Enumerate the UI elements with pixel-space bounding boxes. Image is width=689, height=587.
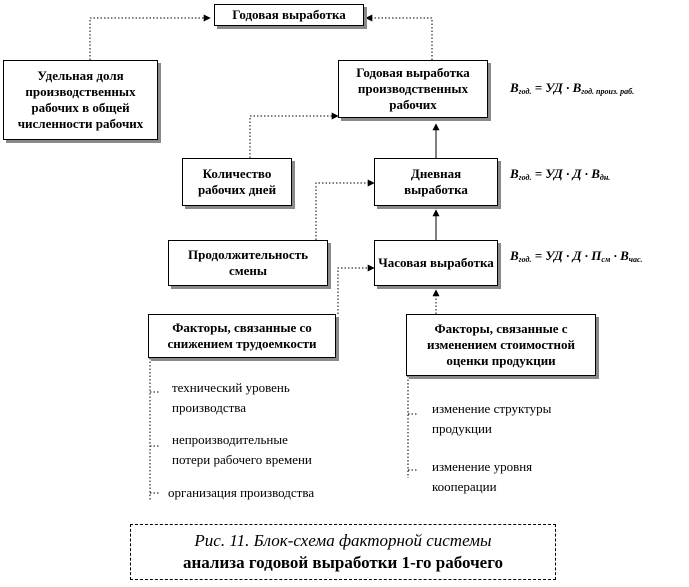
box-share-of-workers: Удельная доля производственных рабочих в… — [3, 60, 158, 140]
box-working-days: Количество рабочих дней — [182, 158, 292, 206]
box-daily-output: Дневная выработка — [374, 158, 498, 206]
bracket-labor-items — [149, 358, 160, 500]
labor-item-losses-cont: потери рабочего времени — [172, 452, 312, 467]
link-share-to-annual — [89, 14, 211, 60]
box-hourly-output: Часовая выработка — [374, 240, 498, 286]
link-days-to-production — [249, 112, 339, 158]
bracket-cost-items — [407, 376, 418, 478]
figure-caption: Рис. 11. Блок-схема факторной системы ан… — [130, 524, 556, 580]
cost-item-structure: изменение структуры — [432, 401, 552, 416]
formula-annual-by-production: Вгод. = УД · Вгод. произ. раб. — [510, 80, 635, 96]
box-annual-output: Годовая выработка — [214, 4, 364, 26]
formula-annual-by-hourly: Вгод. = УД · Д · Псм · Вчас. — [510, 248, 643, 264]
formula-annual-by-daily: Вгод. = УД · Д · Вдн. — [510, 166, 611, 182]
labor-item-tech-level-cont: производства — [172, 400, 247, 415]
cost-item-structure-cont: продукции — [432, 421, 492, 436]
box-cost-valuation-factors: Факторы, связанные с изменением стоимост… — [406, 314, 596, 376]
labor-item-losses: непроизводительные — [172, 432, 288, 447]
box-shift-duration: Продолжительность смены — [168, 240, 328, 286]
labor-item-tech-level: технический уровень — [172, 380, 290, 395]
box-labor-intensity-factors: Факторы, связанные со снижением трудоемк… — [148, 314, 336, 358]
cost-item-cooperation: изменение уровня — [432, 459, 533, 474]
caption-line-1: Рис. 11. Блок-схема факторной системы — [194, 531, 492, 550]
box-annual-output-production: Годовая выработка производственных рабоч… — [338, 60, 488, 118]
link-labor-to-hourly — [337, 264, 375, 314]
caption-line-2: анализа годовой выработки 1-го рабочего — [182, 553, 504, 572]
cost-item-cooperation-cont: кооперации — [432, 479, 497, 494]
link-shift-to-daily — [315, 179, 375, 240]
labor-item-organization: организация производства — [168, 485, 315, 500]
link-production-to-annual — [365, 14, 433, 60]
